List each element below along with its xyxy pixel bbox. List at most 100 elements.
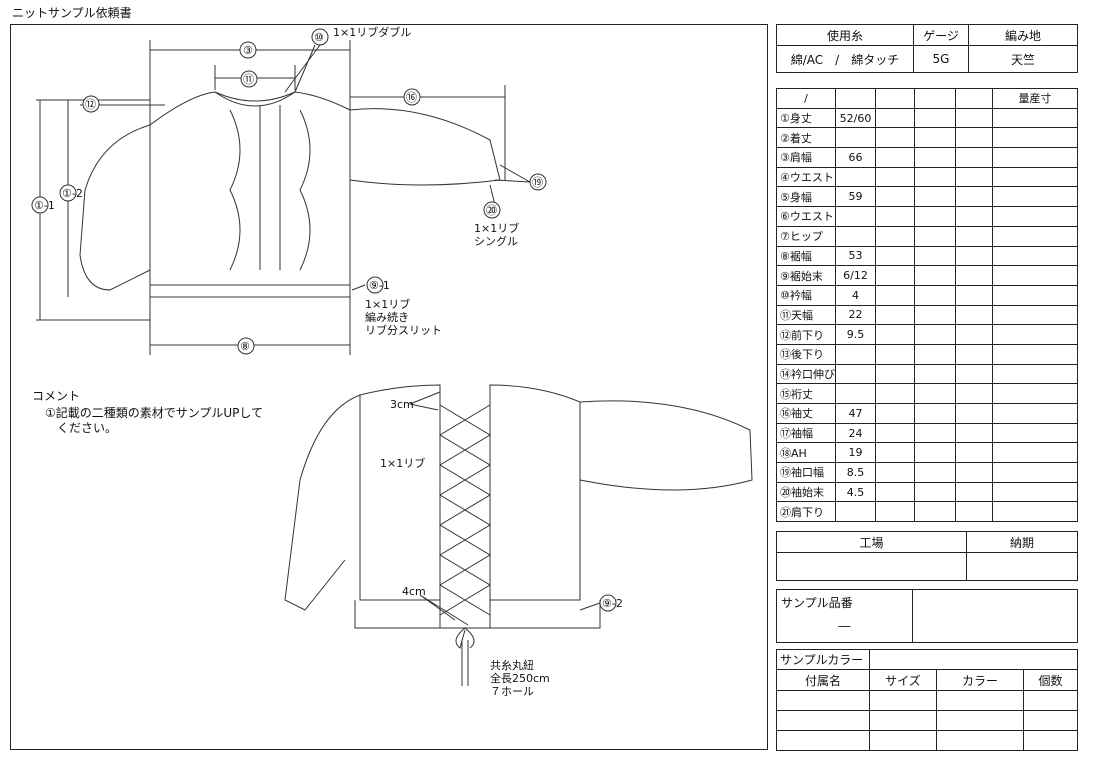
- size-cell[interactable]: [914, 343, 956, 365]
- size-cell[interactable]: [914, 403, 956, 424]
- size-value[interactable]: 24: [835, 422, 876, 444]
- size-value[interactable]: 47: [835, 403, 876, 424]
- size-cell[interactable]: [992, 383, 1078, 404]
- size-cell[interactable]: [955, 107, 993, 129]
- size-cell[interactable]: [992, 206, 1078, 227]
- size-value[interactable]: 22: [835, 304, 876, 326]
- size-cell[interactable]: [914, 304, 956, 326]
- size-cell[interactable]: [875, 481, 915, 503]
- size-cell[interactable]: [914, 383, 956, 404]
- size-cell[interactable]: [914, 166, 956, 188]
- cell[interactable]: [1023, 730, 1078, 751]
- size-cell[interactable]: [992, 324, 1078, 345]
- size-cell[interactable]: [955, 383, 993, 404]
- size-cell[interactable]: [955, 225, 993, 247]
- factory-value[interactable]: [776, 552, 967, 581]
- cell[interactable]: [869, 710, 937, 731]
- size-value[interactable]: [835, 206, 876, 227]
- size-cell[interactable]: [875, 107, 915, 129]
- size-cell[interactable]: [992, 304, 1078, 326]
- cell[interactable]: [869, 690, 937, 711]
- size-cell[interactable]: [955, 166, 993, 188]
- size-cell[interactable]: [914, 363, 956, 385]
- size-cell[interactable]: [955, 501, 993, 523]
- size-cell[interactable]: [914, 245, 956, 267]
- size-value[interactable]: 6/12: [835, 265, 876, 286]
- size-cell[interactable]: [914, 462, 956, 483]
- size-cell[interactable]: [914, 147, 956, 168]
- size-value[interactable]: 59: [835, 186, 876, 208]
- size-cell[interactable]: [955, 442, 993, 464]
- cell[interactable]: [1023, 710, 1078, 731]
- size-cell[interactable]: [992, 265, 1078, 286]
- size-cell[interactable]: [992, 225, 1078, 247]
- size-cell[interactable]: [914, 107, 956, 129]
- size-value[interactable]: 9.5: [835, 324, 876, 345]
- cell[interactable]: [936, 690, 1024, 711]
- size-cell[interactable]: [875, 422, 915, 444]
- size-cell[interactable]: [992, 363, 1078, 385]
- size-cell[interactable]: [875, 186, 915, 208]
- deadline-value[interactable]: [966, 552, 1078, 581]
- size-cell[interactable]: [992, 462, 1078, 483]
- size-cell[interactable]: [955, 206, 993, 227]
- size-cell[interactable]: [875, 284, 915, 306]
- size-cell[interactable]: [875, 442, 915, 464]
- cell[interactable]: [869, 730, 937, 751]
- size-cell[interactable]: [955, 265, 993, 286]
- size-value[interactable]: 19: [835, 442, 876, 464]
- size-cell[interactable]: [914, 186, 956, 208]
- size-cell[interactable]: [914, 501, 956, 523]
- size-cell[interactable]: [914, 225, 956, 247]
- size-cell[interactable]: [914, 206, 956, 227]
- size-cell[interactable]: [914, 284, 956, 306]
- sample-number-value[interactable]: [912, 589, 1078, 643]
- size-cell[interactable]: [955, 343, 993, 365]
- size-cell[interactable]: [992, 127, 1078, 149]
- size-cell[interactable]: [992, 245, 1078, 267]
- size-cell[interactable]: [914, 265, 956, 286]
- size-cell[interactable]: [992, 284, 1078, 306]
- size-value[interactable]: [835, 363, 876, 385]
- cell[interactable]: [1023, 690, 1078, 711]
- size-value[interactable]: 66: [835, 147, 876, 168]
- size-cell[interactable]: [955, 363, 993, 385]
- size-cell[interactable]: [875, 343, 915, 365]
- size-cell[interactable]: [955, 324, 993, 345]
- size-cell[interactable]: [875, 245, 915, 267]
- size-cell[interactable]: [992, 107, 1078, 129]
- size-cell[interactable]: [875, 363, 915, 385]
- size-cell[interactable]: [875, 265, 915, 286]
- size-cell[interactable]: [875, 225, 915, 247]
- size-cell[interactable]: [992, 442, 1078, 464]
- size-value[interactable]: 4.5: [835, 481, 876, 503]
- size-cell[interactable]: [955, 127, 993, 149]
- size-value[interactable]: [835, 166, 876, 188]
- size-cell[interactable]: [875, 462, 915, 483]
- size-cell[interactable]: [875, 501, 915, 523]
- size-cell[interactable]: [992, 166, 1078, 188]
- size-cell[interactable]: [914, 481, 956, 503]
- cell[interactable]: [776, 730, 870, 751]
- size-value[interactable]: [835, 127, 876, 149]
- size-cell[interactable]: [955, 147, 993, 168]
- size-cell[interactable]: [992, 501, 1078, 523]
- size-cell[interactable]: [955, 403, 993, 424]
- size-cell[interactable]: [992, 403, 1078, 424]
- size-cell[interactable]: [875, 147, 915, 168]
- size-value[interactable]: [835, 383, 876, 404]
- size-cell[interactable]: [955, 284, 993, 306]
- cell[interactable]: [776, 710, 870, 731]
- size-value[interactable]: [835, 343, 876, 365]
- size-cell[interactable]: [955, 422, 993, 444]
- size-cell[interactable]: [992, 422, 1078, 444]
- size-cell[interactable]: [992, 343, 1078, 365]
- size-cell[interactable]: [914, 324, 956, 345]
- cell[interactable]: [936, 730, 1024, 751]
- size-cell[interactable]: [955, 186, 993, 208]
- size-cell[interactable]: [875, 206, 915, 227]
- size-value[interactable]: [835, 225, 876, 247]
- size-value[interactable]: 53: [835, 245, 876, 267]
- size-cell[interactable]: [992, 147, 1078, 168]
- size-cell[interactable]: [875, 403, 915, 424]
